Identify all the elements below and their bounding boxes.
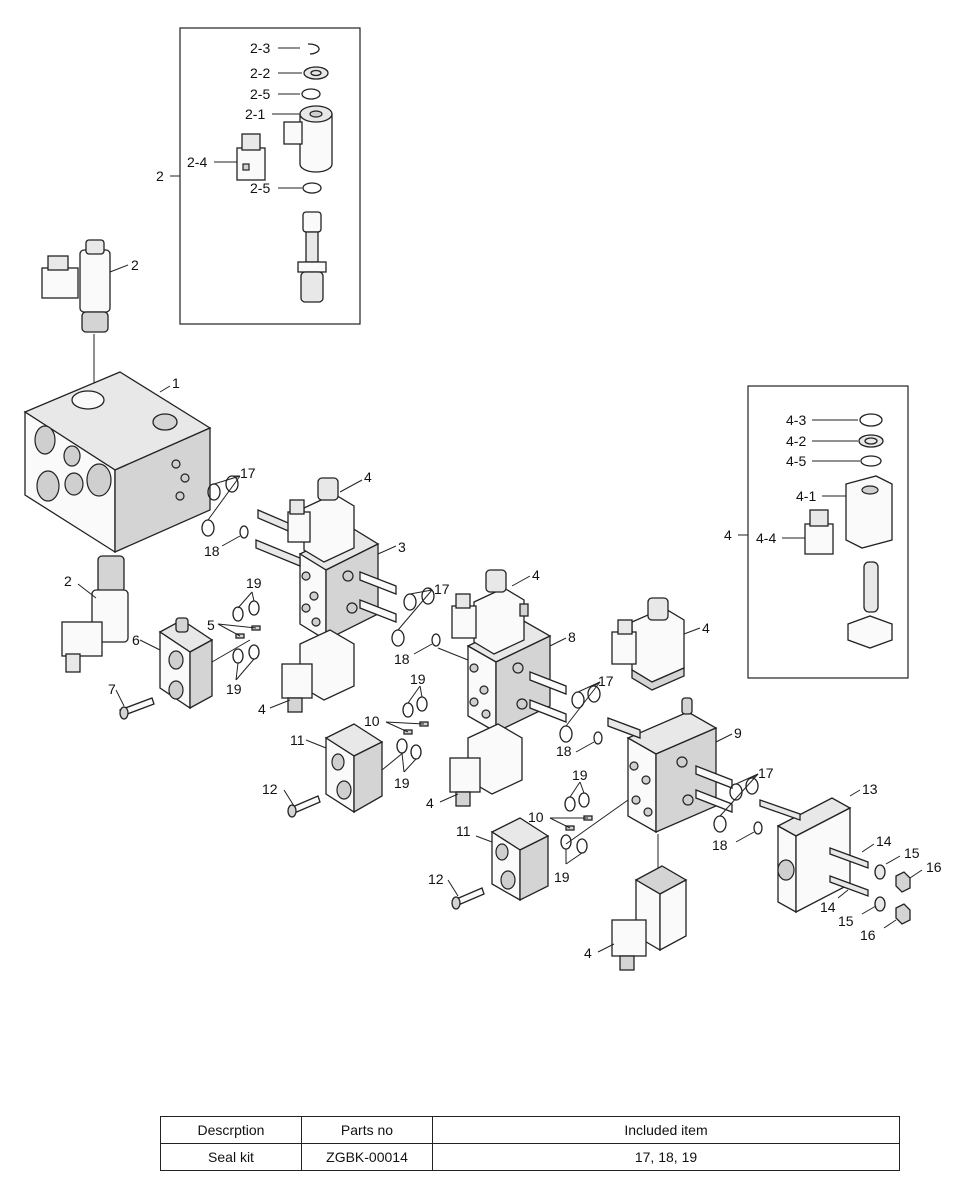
callout-12: 12 bbox=[262, 781, 278, 797]
callout-19: 19 bbox=[226, 681, 242, 697]
pins-5: 5 bbox=[207, 617, 261, 639]
orings-19-a: 19 19 bbox=[226, 575, 262, 697]
callout-18: 18 bbox=[556, 743, 572, 759]
callout-4-4: 4-4 bbox=[756, 530, 776, 546]
callout-4-3: 4-3 bbox=[786, 412, 806, 428]
callout-2: 2 bbox=[64, 573, 72, 589]
plate-11-a: 11 bbox=[290, 723, 405, 814]
callout-10: 10 bbox=[364, 713, 380, 729]
bolt-12-b: 12 bbox=[428, 871, 485, 910]
callout-2-5: 2-5 bbox=[250, 86, 270, 102]
callout-17: 17 bbox=[240, 465, 256, 481]
solenoid-valve-4-c: 4 bbox=[451, 567, 540, 655]
plate-11-b: 11 bbox=[456, 817, 550, 902]
callout-4-5: 4-5 bbox=[786, 453, 806, 469]
callout-3: 3 bbox=[398, 539, 406, 555]
orings-17-18-c: 17 18 17 18 bbox=[556, 673, 774, 853]
solenoid-valve-4-e: 4 bbox=[611, 597, 710, 691]
solenoid-valve-4-b: 4 bbox=[258, 629, 355, 717]
solenoid-valve-4-a: 4 bbox=[287, 469, 372, 563]
callout-10: 10 bbox=[528, 809, 544, 825]
callout-6: 6 bbox=[132, 632, 140, 648]
end-plate-13: 13 bbox=[759, 781, 878, 914]
solenoid-valve-4-d: 4 bbox=[426, 723, 523, 811]
callout-2-5: 2-5 bbox=[250, 180, 270, 196]
callout-17: 17 bbox=[598, 673, 614, 689]
valve-block-9: 9 bbox=[565, 697, 742, 845]
bolt-12-a: 12 bbox=[262, 781, 321, 818]
callout-16: 16 bbox=[860, 927, 876, 943]
callout-9: 9 bbox=[734, 725, 742, 741]
solenoid-valve-2-bottom: 2 bbox=[61, 555, 129, 673]
callout-18: 18 bbox=[204, 543, 220, 559]
callout-4-1: 4-1 bbox=[796, 488, 816, 504]
callout-4: 4 bbox=[426, 795, 434, 811]
table-header-row: Descrption Parts no Included item bbox=[160, 1116, 900, 1144]
callout-15: 15 bbox=[838, 913, 854, 929]
callout-2-1: 2-1 bbox=[245, 106, 265, 122]
callout-4: 4 bbox=[584, 945, 592, 961]
callout-18: 18 bbox=[394, 651, 410, 667]
solenoid-valve-4-f: 4 bbox=[584, 834, 688, 971]
manifold-block-1: 1 bbox=[23, 371, 212, 554]
callout-4: 4 bbox=[364, 469, 372, 485]
callout-12: 12 bbox=[428, 871, 444, 887]
col-included-item-header: Included item bbox=[432, 1116, 900, 1144]
pins-10-orings-19-b: 10 19 19 bbox=[364, 671, 429, 791]
cell-parts-no: ZGBK-00014 bbox=[301, 1143, 433, 1171]
bolt-7: 7 bbox=[108, 681, 155, 720]
callout-18: 18 bbox=[712, 837, 728, 853]
plate-6: 6 bbox=[132, 617, 251, 710]
col-description-header: Descrption bbox=[160, 1116, 302, 1144]
callout-4-2: 4-2 bbox=[786, 433, 806, 449]
callout-15: 15 bbox=[904, 845, 920, 861]
callout-19: 19 bbox=[410, 671, 426, 687]
pins-10-orings-19-c: 10 19 19 bbox=[528, 767, 593, 885]
callout-1: 1 bbox=[172, 375, 180, 391]
seal-kit-table: Descrption Parts no Included item Seal k… bbox=[160, 1116, 900, 1171]
orings-17-18-a: 17 18 bbox=[201, 465, 256, 559]
callout-14: 14 bbox=[876, 833, 892, 849]
callout-19: 19 bbox=[572, 767, 588, 783]
callout-4-box: 4 bbox=[724, 527, 732, 543]
detail-box-4: 4-3 4-2 4-5 4-1 4-4 4 bbox=[724, 385, 909, 679]
exploded-parts-diagram: 2-3 2-2 2-5 2-1 2-4 2-5 2 4-3 4-2 4-5 4-… bbox=[23, 27, 942, 971]
callout-2-box: 2 bbox=[156, 168, 164, 184]
callout-2-4: 2-4 bbox=[187, 154, 207, 170]
cell-included-item: 17, 18, 19 bbox=[432, 1143, 900, 1171]
solenoid-valve-2-top: 2 bbox=[41, 239, 139, 398]
orings-17-18-b: 17 18 bbox=[391, 581, 450, 667]
callout-13: 13 bbox=[862, 781, 878, 797]
callout-2-3: 2-3 bbox=[250, 40, 270, 56]
callout-2-2: 2-2 bbox=[250, 65, 270, 81]
table-row: Seal kit ZGBK-00014 17, 18, 19 bbox=[160, 1143, 900, 1171]
detail-box-2: 2-3 2-2 2-5 2-1 2-4 2-5 2 bbox=[156, 27, 361, 325]
callout-5: 5 bbox=[207, 617, 215, 633]
callout-17: 17 bbox=[758, 765, 774, 781]
callout-4: 4 bbox=[532, 567, 540, 583]
callout-17: 17 bbox=[434, 581, 450, 597]
studs-14-nuts-15-16: 14 14 15 15 16 16 bbox=[820, 833, 942, 943]
callout-2: 2 bbox=[131, 257, 139, 273]
callout-19: 19 bbox=[394, 775, 410, 791]
callout-19: 19 bbox=[246, 575, 262, 591]
callout-4: 4 bbox=[702, 620, 710, 636]
callout-11: 11 bbox=[290, 732, 305, 748]
col-parts-no-header: Parts no bbox=[301, 1116, 433, 1144]
callout-14: 14 bbox=[820, 899, 836, 915]
callout-16: 16 bbox=[926, 859, 942, 875]
cell-description: Seal kit bbox=[160, 1143, 302, 1171]
callout-8: 8 bbox=[568, 629, 576, 645]
callout-4: 4 bbox=[258, 701, 266, 717]
callout-7: 7 bbox=[108, 681, 116, 697]
callout-19: 19 bbox=[554, 869, 570, 885]
callout-11: 11 bbox=[456, 823, 471, 839]
